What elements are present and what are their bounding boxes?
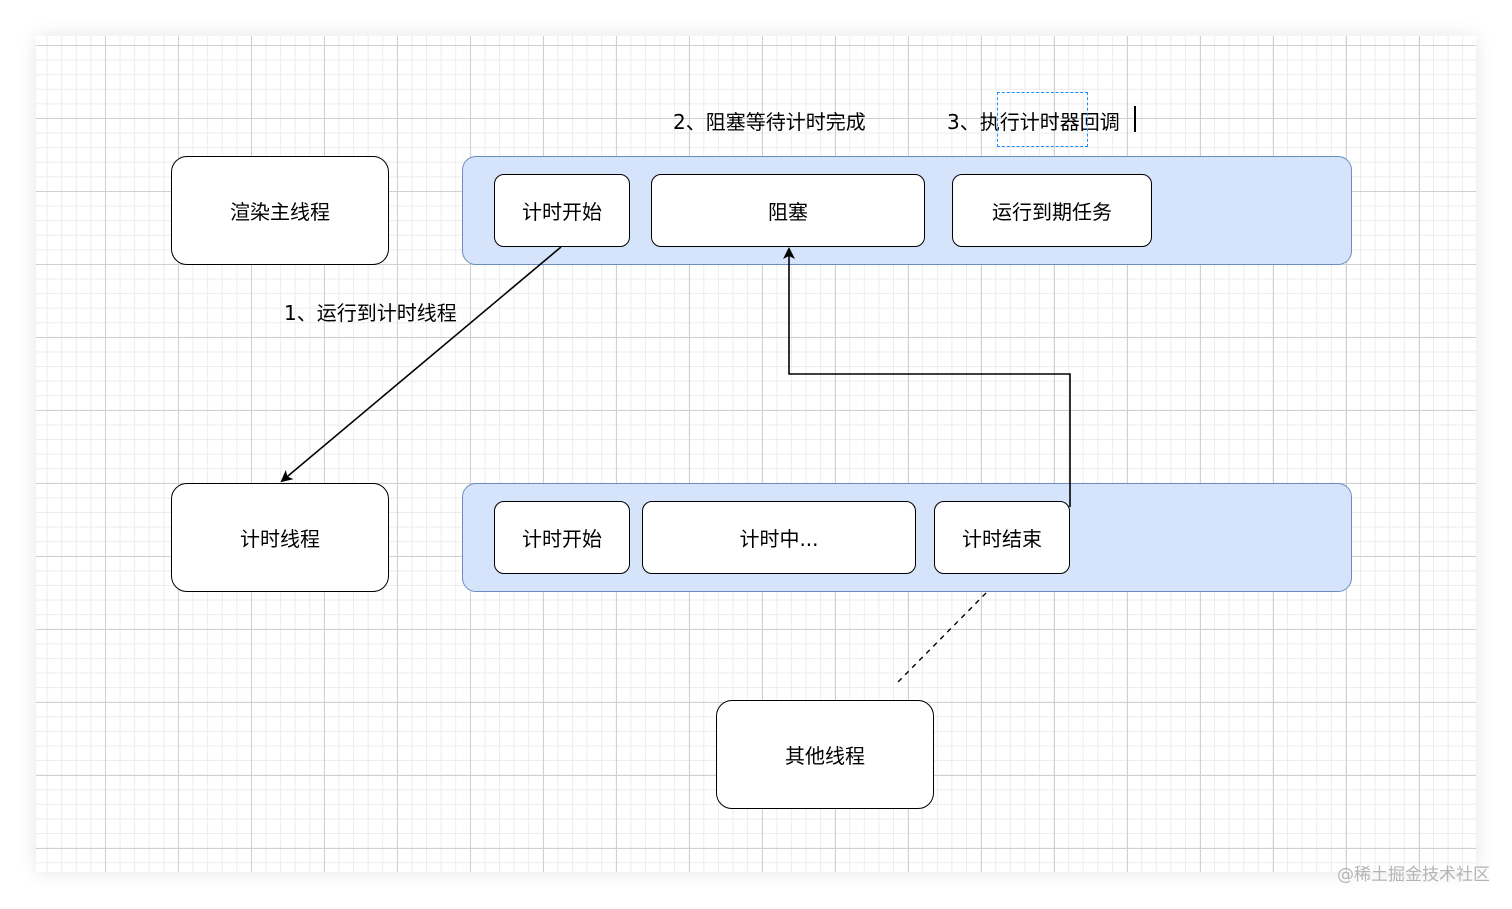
timer-end-step[interactable]: 计时结束: [934, 501, 1070, 574]
arrow-timer-end-to-blocked: [783, 247, 1071, 507]
render-main-thread-node[interactable]: 渲染主线程: [171, 156, 389, 265]
step1-annotation: 1、运行到计时线程: [284, 301, 457, 325]
other-threads-node[interactable]: 其他线程: [716, 700, 934, 809]
step2-annotation: 2、阻塞等待计时完成: [673, 110, 866, 134]
timer-lane-start-step[interactable]: 计时开始: [494, 501, 630, 574]
timing-step[interactable]: 计时中...: [642, 501, 916, 574]
text-selection-box: [997, 92, 1088, 147]
dashed-link-other-threads: [896, 592, 987, 684]
blocked-step[interactable]: 阻塞: [651, 174, 925, 247]
arrow-to-timer-thread: [280, 246, 562, 483]
timer-thread-node[interactable]: 计时线程: [171, 483, 389, 592]
step3-annotation[interactable]: 3、执行计时器回调: [947, 110, 1120, 134]
watermark: @稀土掘金技术社区: [1337, 865, 1490, 885]
text-cursor: [1134, 106, 1136, 132]
main-timer-start-step[interactable]: 计时开始: [494, 174, 630, 247]
run-expired-tasks-step[interactable]: 运行到期任务: [952, 174, 1152, 247]
